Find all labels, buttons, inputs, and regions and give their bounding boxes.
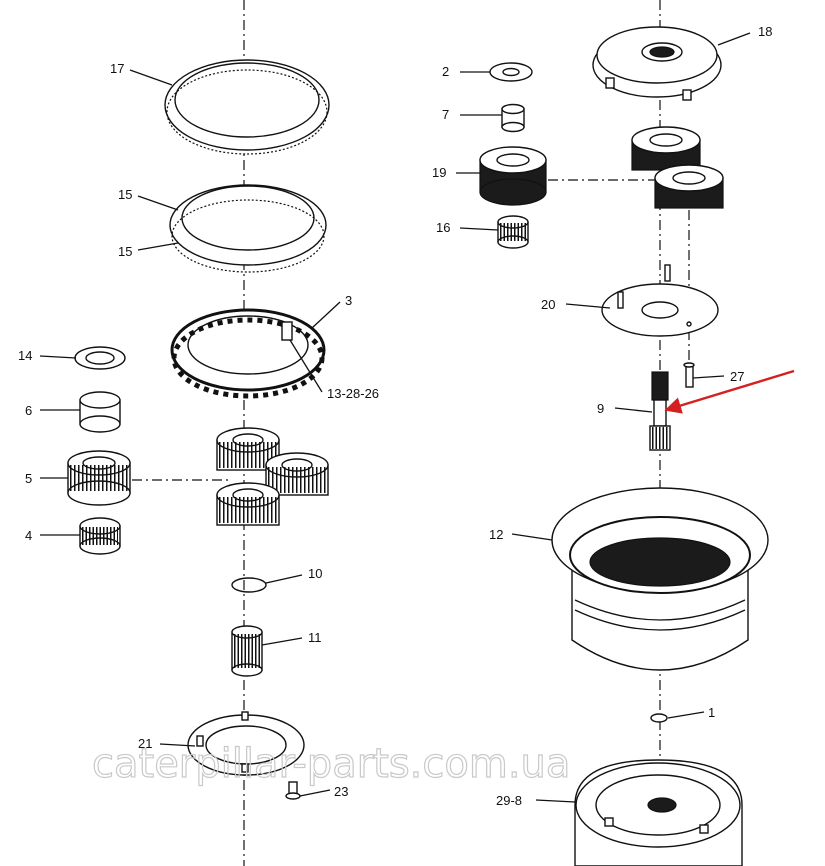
part-2-washer bbox=[489, 62, 533, 82]
part-27-bolt bbox=[683, 362, 695, 388]
callout-2: 2 bbox=[442, 64, 449, 79]
part-23-bolt bbox=[285, 781, 301, 800]
callout-18: 18 bbox=[758, 24, 772, 39]
callout-4: 4 bbox=[25, 528, 32, 543]
part-19-planet-gear bbox=[479, 146, 547, 206]
callout-16: 16 bbox=[436, 220, 450, 235]
part-11-sun-gear bbox=[231, 625, 263, 677]
callout-14: 14 bbox=[18, 348, 32, 363]
planet-gear-cluster-right bbox=[631, 126, 724, 209]
part-6-sleeve bbox=[79, 391, 121, 433]
part-4-needle-bearing bbox=[79, 517, 121, 555]
callout-19: 19 bbox=[432, 165, 446, 180]
callout-23: 23 bbox=[334, 784, 348, 799]
callout-5: 5 bbox=[25, 471, 32, 486]
part-10-snap-ring bbox=[231, 577, 267, 593]
part-20-plate bbox=[601, 264, 719, 337]
callout-1: 1 bbox=[708, 705, 715, 720]
leader-lines bbox=[39, 32, 751, 803]
part-3-carrier-ring bbox=[170, 308, 326, 399]
callout-10: 10 bbox=[308, 566, 322, 581]
part-18-carrier bbox=[592, 26, 722, 101]
part-16-needle-bearing bbox=[497, 215, 529, 249]
callout-21: 21 bbox=[138, 736, 152, 751]
part-9-sun-shaft bbox=[649, 371, 671, 451]
callout-7: 7 bbox=[442, 107, 449, 122]
planet-gear-cluster-left bbox=[216, 427, 329, 526]
callout-15-upper: 15 bbox=[118, 187, 132, 202]
part-17-ring bbox=[164, 59, 330, 155]
highlight-arrow bbox=[664, 369, 795, 414]
callout-11: 11 bbox=[308, 630, 322, 645]
callout-12: 12 bbox=[489, 527, 503, 542]
callout-29-8: 29-8 bbox=[496, 793, 522, 808]
part-29-8-cover bbox=[574, 759, 743, 866]
callout-6: 6 bbox=[25, 403, 32, 418]
part-12-ring-gear-housing bbox=[551, 487, 769, 671]
part-7-sleeve bbox=[501, 103, 525, 133]
callout-9: 9 bbox=[597, 401, 604, 416]
callout-3: 3 bbox=[345, 293, 352, 308]
callout-20: 20 bbox=[541, 297, 555, 312]
callout-15-lower: 15 bbox=[118, 244, 132, 259]
callout-17: 17 bbox=[110, 61, 124, 76]
part-1-plug bbox=[650, 713, 668, 723]
part-5-planet-gear bbox=[67, 450, 131, 506]
watermark-text: caterpillar-parts.com.ua bbox=[92, 741, 570, 787]
part-21-plate bbox=[187, 711, 305, 776]
callout-27: 27 bbox=[730, 369, 744, 384]
part-14-washer bbox=[74, 346, 126, 370]
callout-13-28-26: 13-28-26 bbox=[327, 386, 379, 401]
part-15-bearing bbox=[169, 184, 327, 273]
